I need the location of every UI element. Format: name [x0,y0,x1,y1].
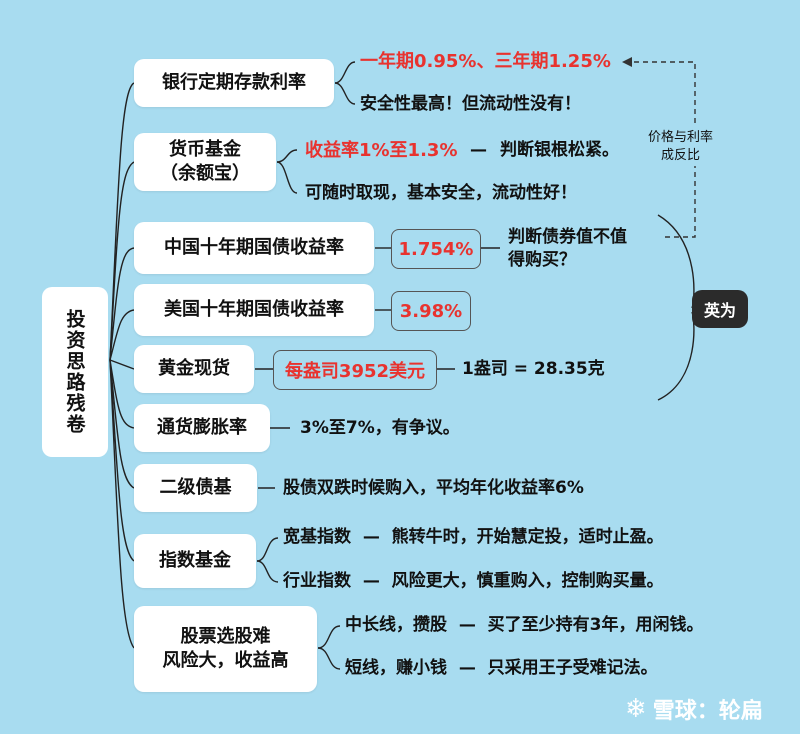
stock-line-short: 短线，赚小钱 — 只采用王子受难记法。 [345,658,658,678]
node-stock-label: 股票选股难 风险大，收益高 [162,625,289,671]
node-gold-label: 黄金现货 [158,357,230,379]
node-money-fund: 货币基金 （余额宝） [134,133,276,191]
node-bond-fund-label: 二级债基 [159,476,232,498]
yingwei-badge: 英为 [692,290,748,328]
stock-line-long: 中长线，攒股 — 买了至少持有3年，用闲钱。 [345,615,704,635]
node-stock: 股票选股难 风险大，收益高 [134,606,317,692]
node-bank-label: 银行定期存款利率 [162,71,306,93]
bank-rate: 一年期0.95%、三年期1.25% [360,51,611,72]
us-bond-value-text: 3.98% [399,300,463,322]
cn-bond-value-text: 1.754% [398,238,474,260]
us-bond-value: 3.98% [391,291,471,331]
money-dash: — [470,140,487,160]
money-rate: 收益率1%至1.3% [305,140,458,161]
price-rate-note: 价格与利率 成反比 [648,127,714,167]
index-line-broad: 宽基指数 — 熊转牛时，开始慧定投，适时止盈。 [283,527,664,547]
watermark: ❄ 雪球：轮扁 [625,693,763,725]
cn-bond-value: 1.754% [391,229,481,269]
node-cn-bond-label: 中国十年期国债收益率 [164,236,344,258]
node-us-bond: 美国十年期国债收益率 [134,284,374,336]
gold-note: 1盎司 = 28.35克 [462,359,605,379]
bond-fund-note: 股债双跌时候购入，平均年化收益率6% [283,478,584,498]
node-bank-deposit: 银行定期存款利率 [134,59,334,107]
snowball-logo-icon: ❄ [625,694,647,724]
gold-value-text: 每盎司3952美元 [284,361,426,382]
node-index-label: 指数基金 [159,549,231,571]
inflation-note: 3%至7%，有争议。 [300,418,460,438]
node-index-fund: 指数基金 [134,534,256,588]
node-inflation: 通货膨胀率 [134,404,270,452]
node-inflation-label: 通货膨胀率 [157,416,247,438]
yingwei-badge-label: 英为 [703,301,736,320]
root-label: 投资思路残卷 [63,309,86,435]
watermark-text: 雪球：轮扁 [652,699,763,724]
node-gold: 黄金现货 [134,345,254,393]
node-us-bond-label: 美国十年期国债收益率 [164,298,344,320]
node-money-label: 货币基金 （余额宝） [160,138,250,184]
cn-bond-judge: 判断债券值不值 得购买？ [508,227,627,270]
node-cn-bond: 中国十年期国债收益率 [134,222,374,274]
money-judge: 判断银根松紧。 [500,140,619,160]
node-bond-fund: 二级债基 [134,464,257,512]
money-note: 可随时取现，基本安全，流动性好！ [305,183,577,203]
root-node: 投资思路残卷 [42,287,108,457]
gold-value: 每盎司3952美元 [273,350,437,390]
bank-note: 安全性最高！但流动性没有！ [360,94,581,114]
index-line-sector: 行业指数 — 风险更大，慎重购入，控制购买量。 [283,571,664,591]
